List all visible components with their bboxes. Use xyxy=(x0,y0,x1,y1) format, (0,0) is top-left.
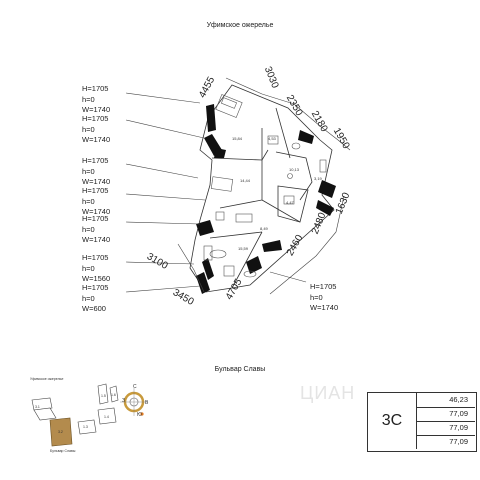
key-plan-section-3-2: 3.2 xyxy=(58,430,63,434)
room-area-bathroom: 4,53 xyxy=(268,136,276,141)
summary-value-area-2: 77,09 xyxy=(416,421,474,435)
room-area-bedroom: 15,84 xyxy=(232,136,243,141)
key-plan-street-bottom: Бульвар Славы xyxy=(50,449,76,453)
summary-table xyxy=(367,392,477,452)
summary-value-living-area: 46,23 xyxy=(416,393,474,407)
room-area-wc: 4,47 xyxy=(286,200,294,205)
key-plan-section-1-3: 1.3 xyxy=(83,425,88,429)
compass-south: Ю xyxy=(137,412,143,418)
key-plan-section-1-6: 1.6 xyxy=(111,393,116,397)
key-plan-section-1-5: 1.5 xyxy=(101,394,106,398)
room-area-living: 15,59 xyxy=(238,246,249,251)
summary-divider xyxy=(416,435,475,436)
key-plan xyxy=(31,383,148,447)
summary-divider xyxy=(416,421,475,422)
window-spec-6: H=1705 h=0 W=1560 xyxy=(82,253,111,283)
room-area-hall: 10,13 xyxy=(289,167,300,172)
apartment-type-code: 3С xyxy=(381,412,403,429)
watermark: ЦИАН xyxy=(300,383,356,403)
window-spec-8: H=1705 h=0 W=1740 xyxy=(310,282,339,312)
summary-value-area-3: 77,09 xyxy=(416,435,474,449)
room-area-storage: 3,19 xyxy=(314,176,322,181)
key-plan-street-top: Уфимское ожерелье xyxy=(30,377,64,381)
key-plan-section-3-1: 3.1 xyxy=(35,405,40,409)
window-spec-1: H=1705 h=0 W=1740 xyxy=(82,84,111,114)
key-plan-selected-section xyxy=(49,417,73,447)
key-plan-section-1-4: 1.4 xyxy=(104,415,109,419)
street-label-top: Уфимское ожерелье xyxy=(206,22,274,29)
window-spec-3: H=1705 h=0 W=1740 xyxy=(82,156,111,186)
room-area-room-2: 14,44 xyxy=(240,178,251,183)
summary-value-total-area: 77,09 xyxy=(416,407,474,421)
window-spec-4: H=1705 h=0 W=1740 xyxy=(82,186,111,216)
window-spec-7: H=1705 h=0 W=600 xyxy=(82,283,109,313)
summary-divider xyxy=(416,407,475,408)
compass-east: В xyxy=(145,400,149,406)
compass-north: С xyxy=(133,384,137,390)
room-area-kitchen: 8,49 xyxy=(260,226,268,231)
window-spec-5: H=1705 h=0 W=1740 xyxy=(82,214,111,244)
compass-west: З xyxy=(122,398,126,404)
street-label-middle: Бульвар Славы xyxy=(214,366,266,373)
window-spec-2: H=1705 h=0 W=1740 xyxy=(82,114,111,144)
